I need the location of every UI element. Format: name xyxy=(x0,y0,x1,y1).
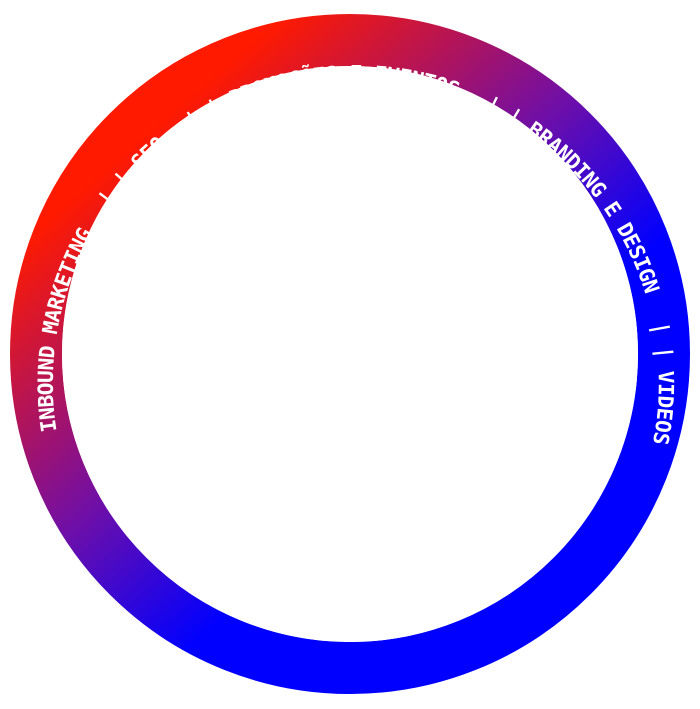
gradient-ring xyxy=(10,14,690,694)
inner-white-circle xyxy=(62,66,638,642)
